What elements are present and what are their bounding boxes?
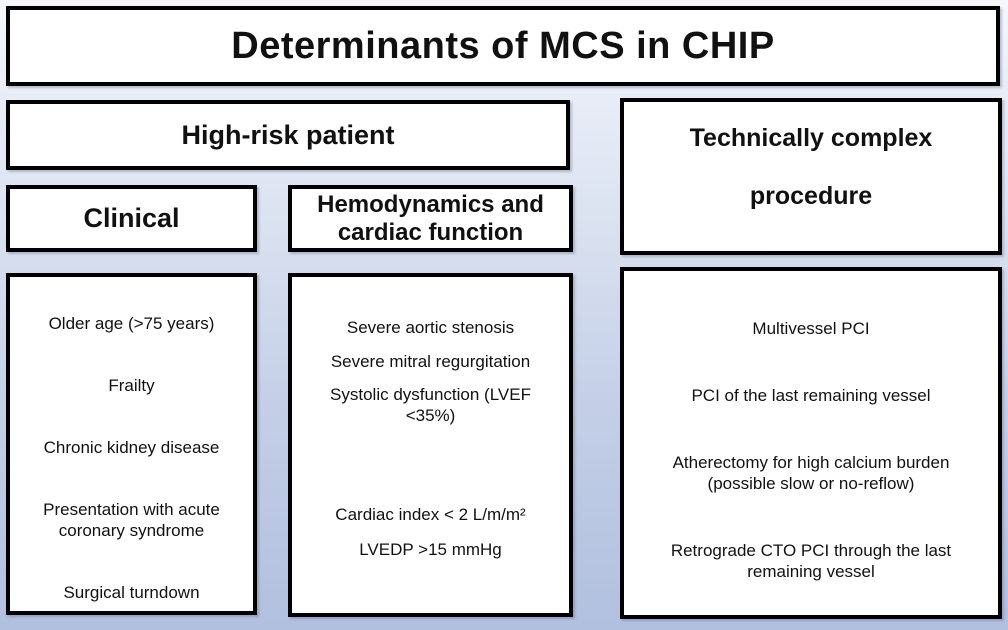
hemodynamics-item: Severe mitral regurgitation <box>330 352 531 371</box>
technical-item: Atherectomy for high calcium burden (pos… <box>672 453 950 493</box>
hemodynamics-item: Cardiac index < 2 L/m/m² <box>335 505 526 524</box>
high-risk-patient-header: High-risk patient <box>181 119 395 150</box>
hemodynamics-item: LVEDP >15 mmHg <box>359 540 502 559</box>
clinical-item: Surgical turndown <box>63 583 200 602</box>
technical-item: Retrograde CTO PCI through the last rema… <box>670 541 952 581</box>
clinical-header-box: Clinical <box>6 185 257 252</box>
diagram-title: Determinants of MCS in CHIP <box>231 24 775 67</box>
hemodynamics-items-box: Severe aortic stenosis Severe mitral reg… <box>288 273 573 617</box>
clinical-item: Older age (>75 years) <box>48 314 215 333</box>
technical-item: PCI of the last remaining vessel <box>691 386 931 405</box>
clinical-item: Chronic kidney disease <box>43 438 220 457</box>
clinical-item: Presentation with acute coronary syndrom… <box>43 500 220 540</box>
technically-complex-header: Technically complex procedure <box>689 124 933 210</box>
clinical-item: Frailty <box>108 376 155 395</box>
hemodynamics-item: Systolic dysfunction (LVEF <35%) <box>330 385 531 425</box>
technically-complex-header-box: Technically complex procedure <box>620 98 1002 255</box>
clinical-header: Clinical <box>83 203 180 233</box>
high-risk-patient-header-box: High-risk patient <box>6 100 570 170</box>
title-box: Determinants of MCS in CHIP <box>6 6 1000 86</box>
hemodynamics-item: Severe aortic stenosis <box>346 318 515 337</box>
technical-item: Multivessel PCI <box>752 319 870 338</box>
technical-items-box: Multivessel PCI PCI of the last remainin… <box>620 267 1002 619</box>
hemodynamics-header: Hemodynamics and cardiac function <box>317 190 544 246</box>
hemodynamics-header-box: Hemodynamics and cardiac function <box>288 185 573 252</box>
clinical-items-box: Older age (>75 years) Frailty Chronic ki… <box>6 273 257 615</box>
